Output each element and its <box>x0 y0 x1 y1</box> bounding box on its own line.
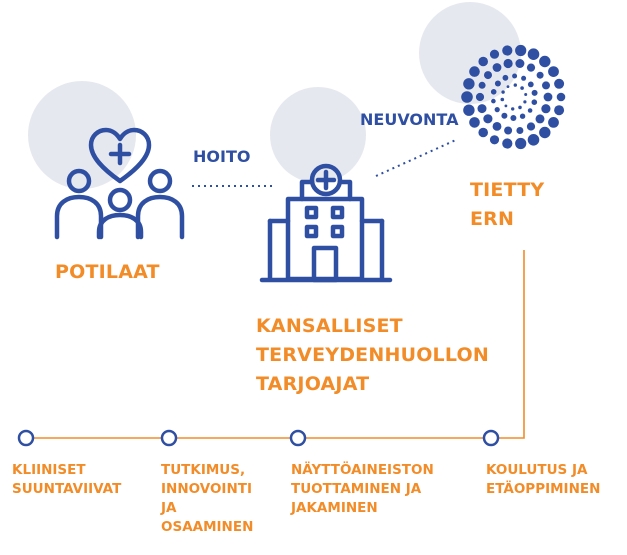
timeline-line <box>26 250 525 439</box>
ern-logo-dot <box>524 93 528 96</box>
ern-logo-dot <box>526 63 536 72</box>
ern-logo-dot <box>527 48 540 60</box>
ern-logo-dot <box>520 86 524 90</box>
ern-logo-dot <box>506 85 510 88</box>
timeline-item-3-label: NÄYTTÖAINEISTON TUOTTAMINEN JA JAKAMINEN <box>291 462 434 516</box>
ern-logo-dot <box>543 92 553 102</box>
ern-logo-dot <box>477 104 487 114</box>
ern-logo-dot <box>469 66 480 77</box>
ern-logo-dot <box>542 81 550 90</box>
timeline-node-4 <box>482 429 500 447</box>
ern-logo-dot <box>478 56 489 67</box>
ern-logo-dot <box>484 71 492 80</box>
ern-logo-dot <box>536 71 544 79</box>
ern-logo-dot <box>511 107 515 111</box>
ern-logo-dot <box>502 74 509 81</box>
ern-logo-dot <box>463 78 475 90</box>
advice-connector <box>375 138 459 177</box>
ern-logo-dot <box>490 89 497 95</box>
timeline-node-1 <box>17 429 35 447</box>
patients-bg-circle <box>28 81 136 189</box>
ern-logo-icon <box>461 44 566 150</box>
timeline-node-3 <box>289 429 307 447</box>
providers-label: KANSALLISET TERVEYDENHUOLLON TARJOAJAT <box>256 315 489 395</box>
ern-logo-dot <box>515 137 527 150</box>
ern-logo-dot <box>539 126 551 139</box>
ern-logo-dot <box>483 114 493 124</box>
ern-logo-dot <box>492 122 502 131</box>
ern-logo-dot <box>478 81 486 89</box>
ern-logo-dot <box>527 108 533 113</box>
ern-logo-dot <box>469 117 480 128</box>
ern-logo-dot <box>478 127 489 138</box>
ern-logo-dot <box>489 49 500 59</box>
ern-logo-dot <box>521 75 527 81</box>
ern-logo-dot <box>500 97 505 102</box>
patients-label: POTILAAT <box>55 261 160 283</box>
ern-logo-dot <box>527 134 540 146</box>
ern-logo-dot <box>515 59 525 68</box>
ern-logo-dot <box>554 78 565 89</box>
ern-logo-dot <box>513 83 517 87</box>
ern-logo-dot <box>475 92 485 102</box>
ern-label: TIETTY ERN <box>470 179 545 230</box>
ern-logo-dot <box>504 126 513 135</box>
ern-logo-dot <box>510 115 517 121</box>
ern-logo-dot <box>516 127 524 134</box>
care-label: HOITO <box>193 147 251 166</box>
ern-logo-dot <box>494 80 501 87</box>
ern-logo-dot <box>463 104 475 116</box>
ern-logo-dot <box>494 107 500 113</box>
ern-logo-dot <box>503 58 513 69</box>
ern-logo-dot <box>548 66 559 77</box>
ern-logo-dot <box>519 113 526 119</box>
ern-logo-dot <box>527 81 534 88</box>
ern-logo-dot <box>492 63 502 72</box>
ern-logo-dot <box>515 44 527 57</box>
ern-logo-dot <box>501 112 508 119</box>
ern-logo-dot <box>461 91 473 103</box>
hospital-icon <box>259 163 393 283</box>
ern-logo-dot <box>535 114 545 124</box>
providers-bg-circle <box>270 87 366 183</box>
ern-logo-dot <box>531 89 538 96</box>
ern-logo-dot <box>539 55 551 68</box>
ern-logo-dot <box>501 90 505 94</box>
timeline-item-2-label: TUTKIMUS, INNOVOINTI JA OSAAMINEN <box>161 462 254 535</box>
ern-logo-dot <box>512 73 518 79</box>
ern-logo-dot <box>548 117 559 128</box>
patients-heart-icon <box>54 127 185 240</box>
ern-logo-dot <box>489 135 500 145</box>
ern-logo-dot <box>554 105 565 116</box>
ern-logo-dot <box>518 105 522 110</box>
ern-logo-dot <box>502 138 513 149</box>
timeline-item-1-label: KLIINISET SUUNTAVIIVAT <box>12 462 122 497</box>
timeline-item-4-label: KOULUTUS JA ETÄOPPIMINEN <box>486 462 601 497</box>
ern-logo-dot <box>526 122 536 131</box>
ern-bg-circle <box>419 2 521 104</box>
ern-logo-dot <box>504 104 508 108</box>
ern-logo-dot <box>502 45 513 56</box>
ern-logo-dot <box>531 99 538 105</box>
timeline-node-2 <box>160 429 178 447</box>
ern-logo-dot <box>523 100 527 104</box>
advice-label: NEUVONTA <box>360 110 459 129</box>
ern-logo-dot <box>491 98 496 104</box>
ern-logo-dot <box>556 92 566 102</box>
ern-logo-dot <box>541 104 551 114</box>
